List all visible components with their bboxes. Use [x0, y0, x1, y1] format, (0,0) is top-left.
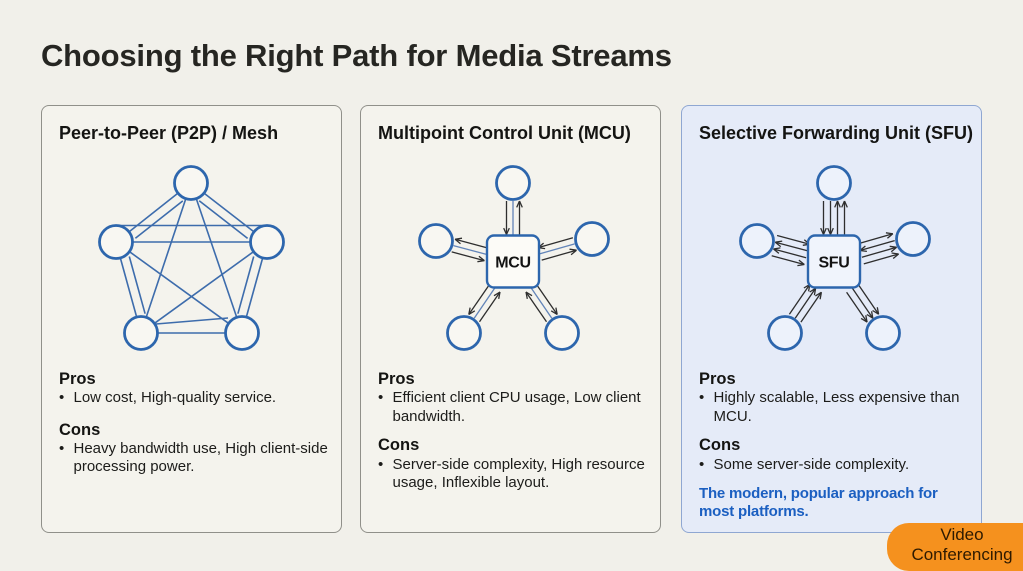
- svg-text:SFU: SFU: [818, 254, 849, 271]
- svg-text:MCU: MCU: [495, 254, 531, 271]
